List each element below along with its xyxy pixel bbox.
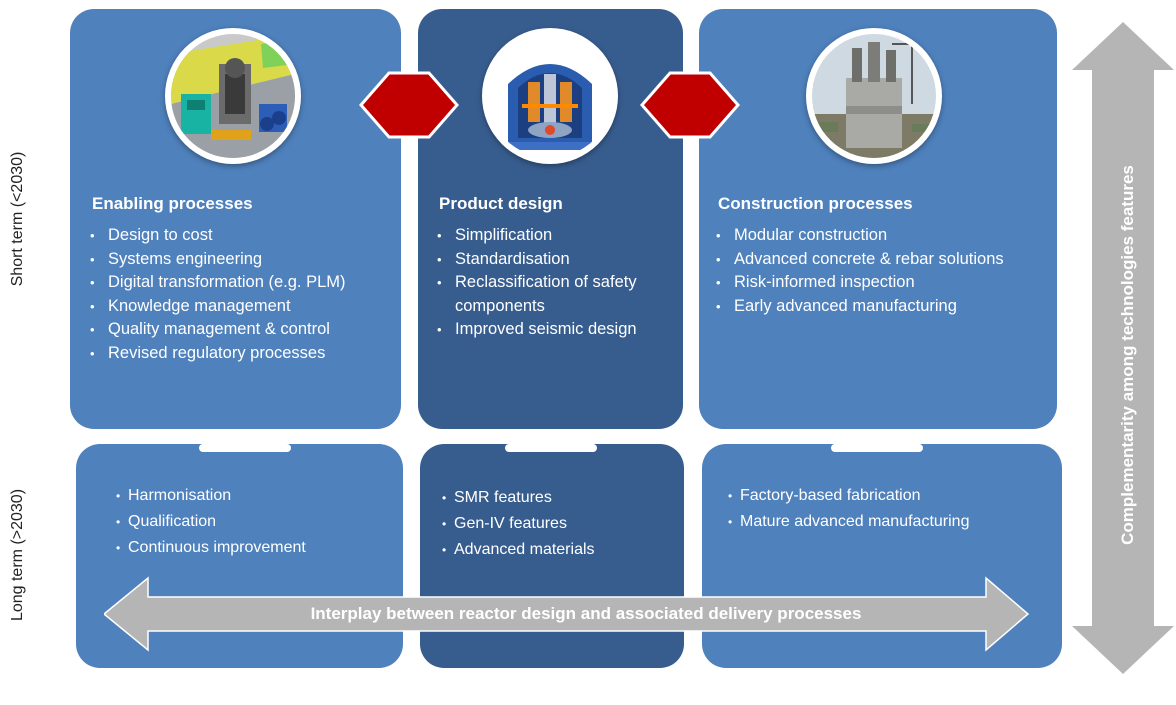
- short-term-list-product: Simplification Standardisation Reclassif…: [433, 224, 673, 342]
- column-title-enabling: Enabling processes: [92, 194, 253, 213]
- list-item: Knowledge management: [86, 295, 386, 319]
- list-item: Qualification: [116, 509, 386, 535]
- list-item: Advanced concrete & rebar solutions: [712, 248, 1052, 272]
- list-item: Quality management & control: [86, 318, 386, 342]
- list-item: Advanced materials: [442, 537, 672, 563]
- column-title-product: Product design: [439, 194, 563, 213]
- construction-site-icon: [806, 28, 942, 164]
- row-label-short-term: Short term (<2030): [9, 151, 26, 287]
- list-item: Mature advanced manufacturing: [728, 509, 1048, 535]
- list-item: Risk-informed inspection: [712, 271, 1052, 295]
- list-item: SMR features: [442, 485, 672, 511]
- panel-notch: [505, 444, 597, 452]
- vertical-double-arrow: [1072, 22, 1174, 674]
- design-software-model-icon: [165, 28, 301, 164]
- column-title-construction: Construction processes: [718, 194, 913, 213]
- horizontal-arrow-label: Interplay between reactor design and ass…: [310, 604, 862, 623]
- long-term-list-product: SMR features Gen-IV features Advanced ma…: [442, 485, 672, 563]
- list-item: Modular construction: [712, 224, 1052, 248]
- list-item: Simplification: [433, 224, 673, 248]
- list-item: Revised regulatory processes: [86, 342, 386, 366]
- list-item: Reclassification of safety components: [433, 271, 673, 318]
- list-item: Early advanced manufacturing: [712, 295, 1052, 319]
- list-item: Systems engineering: [86, 248, 386, 272]
- row-label-long-term: Long term (>2030): [9, 488, 26, 622]
- vertical-arrow-label: Complementarity among technologies featu…: [1118, 165, 1137, 545]
- list-item: Factory-based fabrication: [728, 483, 1048, 509]
- reactor-cutaway-icon: [482, 28, 618, 164]
- list-item: Continuous improvement: [116, 535, 386, 561]
- connector-diamond-right: [640, 71, 740, 139]
- short-term-list-construction: Modular construction Advanced concrete &…: [712, 224, 1052, 318]
- long-term-list-construction: Factory-based fabrication Mature advance…: [728, 483, 1048, 535]
- long-term-list-enabling: Harmonisation Qualification Continuous i…: [116, 483, 386, 561]
- connector-diamond-left: [359, 71, 459, 139]
- list-item: Design to cost: [86, 224, 386, 248]
- panel-notch: [199, 444, 291, 452]
- horizontal-double-arrow: [104, 576, 1030, 652]
- list-item: Digital transformation (e.g. PLM): [86, 271, 386, 295]
- list-item: Standardisation: [433, 248, 673, 272]
- list-item: Improved seismic design: [433, 318, 673, 342]
- short-term-list-enabling: Design to cost Systems engineering Digit…: [86, 224, 386, 365]
- list-item: Gen-IV features: [442, 511, 672, 537]
- panel-notch: [831, 444, 923, 452]
- list-item: Harmonisation: [116, 483, 386, 509]
